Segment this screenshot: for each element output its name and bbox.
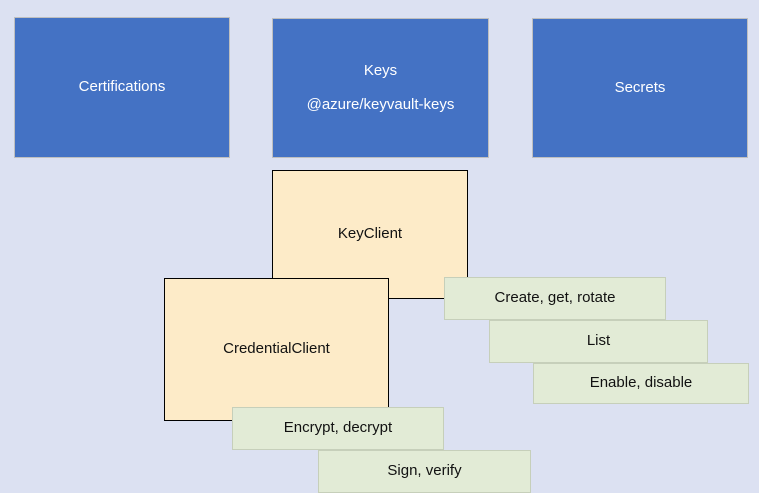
package-box-secrets[interactable]: Secrets: [532, 18, 748, 158]
package-box-certifications[interactable]: Certifications: [14, 17, 230, 158]
package-label-secrets: Secrets: [614, 78, 666, 96]
operation-label-sign-verify: Sign, verify: [387, 462, 462, 480]
operation-box-sign-verify[interactable]: Sign, verify: [318, 450, 531, 493]
client-label-key-client: KeyClient: [337, 225, 403, 243]
client-box-key-client[interactable]: KeyClient: [272, 170, 468, 299]
operation-label-enable-disable: Enable, disable: [589, 374, 693, 392]
package-box-keys[interactable]: Keys @azure/keyvault-keys: [272, 18, 489, 158]
client-label-credential-client: CredentialClient: [223, 340, 330, 358]
operation-label-list: List: [586, 332, 611, 350]
package-label-keys: Keys: [363, 61, 398, 79]
operation-box-list[interactable]: List: [489, 320, 708, 363]
operation-label-encrypt-decrypt: Encrypt, decrypt: [283, 419, 393, 437]
client-box-credential-client[interactable]: CredentialClient: [164, 278, 389, 421]
package-sublabel-keys-npm: @azure/keyvault-keys: [306, 96, 455, 113]
operation-box-create-get-rotate[interactable]: Create, get, rotate: [444, 277, 666, 320]
package-label-certifications: Certifications: [78, 78, 166, 96]
operation-box-enable-disable[interactable]: Enable, disable: [533, 363, 749, 404]
operation-box-encrypt-decrypt[interactable]: Encrypt, decrypt: [232, 407, 444, 450]
operation-label-create-get-rotate: Create, get, rotate: [494, 289, 616, 307]
